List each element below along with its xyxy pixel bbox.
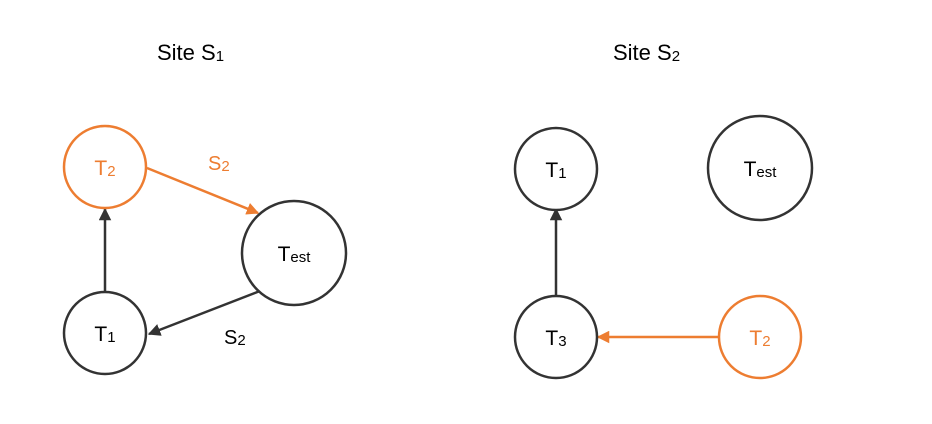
node-site2-t3: T3 <box>513 294 599 380</box>
site-2-title: Site S2 <box>613 40 680 65</box>
svg-text:T1: T1 <box>545 159 566 182</box>
node-site2-t1: T1 <box>513 126 599 212</box>
svg-text:T3: T3 <box>545 327 566 350</box>
node-site2-t2: T2 <box>717 294 803 380</box>
edge-label-test-t1: S2 <box>224 327 246 349</box>
node-site1-test: Test <box>240 199 348 307</box>
edge-t2-to-test <box>146 166 260 215</box>
svg-text:Test: Test <box>278 243 312 266</box>
site-1-title: Site S1 <box>157 40 224 65</box>
site-1-panel: Site S1 S2 S2 T2 Test T1 <box>62 40 348 376</box>
edge-label-t2-test: S2 <box>208 153 230 175</box>
svg-text:T2: T2 <box>749 327 770 350</box>
node-site2-test: Test <box>706 114 814 222</box>
site-2-panel: Site S2 T1 Test T3 T2 <box>513 40 814 380</box>
edge-test-to-t1 <box>147 289 261 336</box>
node-site1-t1: T1 <box>62 290 148 376</box>
node-site1-t2: T2 <box>62 124 148 210</box>
svg-text:T1: T1 <box>94 323 115 346</box>
svg-text:Test: Test <box>744 158 778 181</box>
svg-text:T2: T2 <box>94 157 115 180</box>
